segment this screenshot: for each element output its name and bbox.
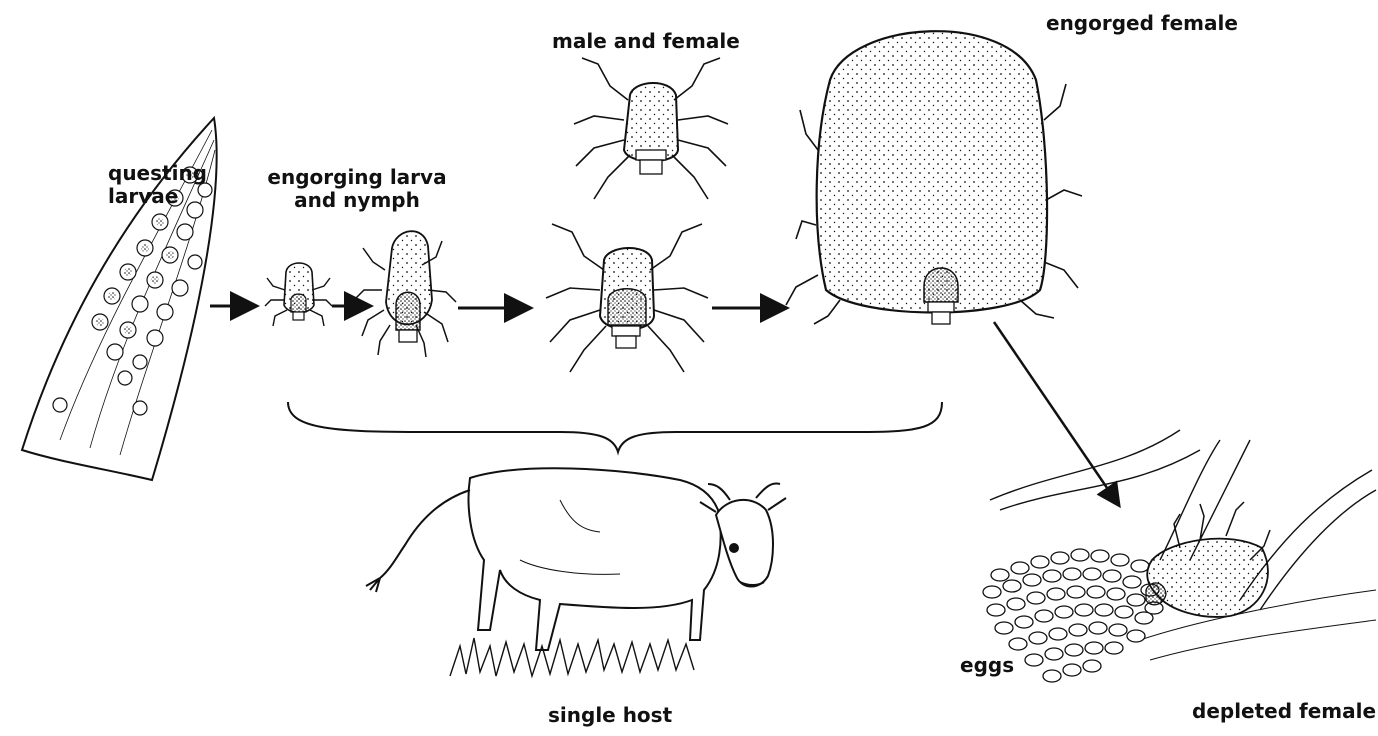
adult-male-tick-icon — [574, 58, 728, 199]
label-engorging-line2: and nymph — [262, 189, 452, 212]
engorged-female-tick-icon — [786, 31, 1082, 324]
label-engorged-female: engorged female — [1046, 12, 1238, 35]
adult-female-tick-icon — [546, 224, 708, 372]
label-single-host: single host — [548, 704, 672, 727]
label-questing-larvae-line1: questing — [108, 162, 207, 185]
label-engorging-line1: engorging larva — [262, 166, 452, 189]
cow-icon — [366, 468, 786, 676]
brace-icon — [288, 402, 942, 452]
label-questing-larvae: questing larvae — [108, 162, 207, 208]
nymph-tick-icon — [354, 231, 456, 357]
depleted-female-tick-icon — [1146, 502, 1270, 617]
label-male-and-female: male and female — [552, 30, 740, 53]
label-engorging-larva-nymph: engorging larva and nymph — [262, 166, 452, 212]
label-depleted-female: depleted female — [1192, 700, 1376, 723]
label-eggs: eggs — [960, 654, 1014, 677]
larva-tick-icon — [265, 263, 332, 326]
arrow-icon — [994, 322, 1118, 504]
label-questing-larvae-line2: larvae — [108, 185, 207, 208]
